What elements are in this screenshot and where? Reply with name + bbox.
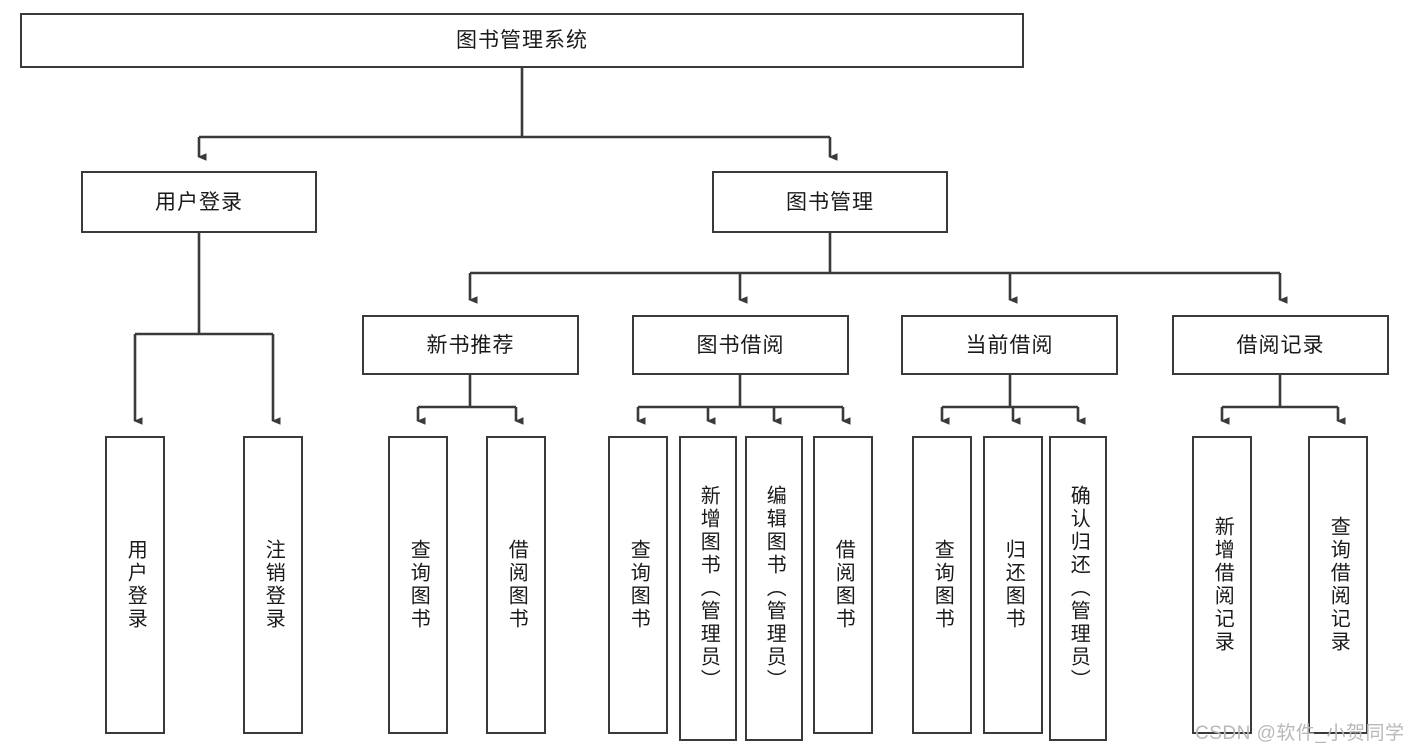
leaf-edit-book-admin-label: 编辑图书（管理员） bbox=[763, 485, 786, 692]
node-book-management-label: 图书管理 bbox=[786, 190, 874, 214]
leaf-return-book[interactable]: 归还图书 bbox=[983, 436, 1043, 734]
leaf-add-borrow-record-label: 新增借阅记录 bbox=[1211, 516, 1234, 654]
leaf-confirm-return-admin[interactable]: 确认归还（管理员） bbox=[1049, 436, 1107, 741]
leaf-query-book-recommend[interactable]: 查询图书 bbox=[388, 436, 448, 734]
leaf-query-borrow-record-label: 查询借阅记录 bbox=[1327, 516, 1350, 654]
leaf-add-book-admin[interactable]: 新增图书（管理员） bbox=[679, 436, 737, 741]
leaf-edit-book-admin[interactable]: 编辑图书（管理员） bbox=[745, 436, 803, 741]
node-current-borrow[interactable]: 当前借阅 bbox=[901, 315, 1118, 375]
leaf-query-book-borrow-label: 查询图书 bbox=[627, 539, 650, 631]
leaf-borrow-book-recommend[interactable]: 借阅图书 bbox=[486, 436, 546, 734]
leaf-query-book-current-label: 查询图书 bbox=[931, 539, 954, 631]
leaf-query-borrow-record[interactable]: 查询借阅记录 bbox=[1308, 436, 1368, 734]
leaf-query-book-borrow[interactable]: 查询图书 bbox=[608, 436, 668, 734]
node-current-borrow-label: 当前借阅 bbox=[965, 333, 1054, 357]
leaf-add-book-admin-label: 新增图书（管理员） bbox=[697, 485, 720, 692]
node-new-book-recommend-label: 新书推荐 bbox=[426, 333, 515, 357]
node-book-management[interactable]: 图书管理 bbox=[712, 171, 948, 233]
leaf-return-book-label: 归还图书 bbox=[1002, 539, 1025, 631]
leaf-confirm-return-admin-label: 确认归还（管理员） bbox=[1067, 485, 1090, 692]
watermark: CSDN @软件_小贺同学 bbox=[1195, 723, 1405, 744]
node-borrow-record[interactable]: 借阅记录 bbox=[1172, 315, 1389, 375]
node-root[interactable]: 图书管理系统 bbox=[20, 13, 1024, 68]
leaf-add-borrow-record[interactable]: 新增借阅记录 bbox=[1192, 436, 1252, 734]
leaf-logout[interactable]: 注销登录 bbox=[243, 436, 303, 734]
leaf-user-login[interactable]: 用户登录 bbox=[105, 436, 165, 734]
node-root-label: 图书管理系统 bbox=[456, 29, 588, 52]
leaf-user-login-label: 用户登录 bbox=[124, 539, 147, 631]
node-new-book-recommend[interactable]: 新书推荐 bbox=[362, 315, 579, 375]
leaf-logout-label: 注销登录 bbox=[262, 539, 285, 631]
node-book-borrow[interactable]: 图书借阅 bbox=[632, 315, 849, 375]
node-user-login[interactable]: 用户登录 bbox=[81, 171, 317, 233]
leaf-borrow-book[interactable]: 借阅图书 bbox=[813, 436, 873, 734]
node-book-borrow-label: 图书借阅 bbox=[696, 333, 785, 357]
node-user-login-label: 用户登录 bbox=[155, 190, 243, 214]
leaf-borrow-book-label: 借阅图书 bbox=[832, 539, 855, 631]
leaf-query-book-recommend-label: 查询图书 bbox=[407, 539, 430, 631]
leaf-query-book-current[interactable]: 查询图书 bbox=[912, 436, 972, 734]
leaf-borrow-book-recommend-label: 借阅图书 bbox=[505, 539, 528, 631]
node-borrow-record-label: 借阅记录 bbox=[1236, 333, 1325, 357]
